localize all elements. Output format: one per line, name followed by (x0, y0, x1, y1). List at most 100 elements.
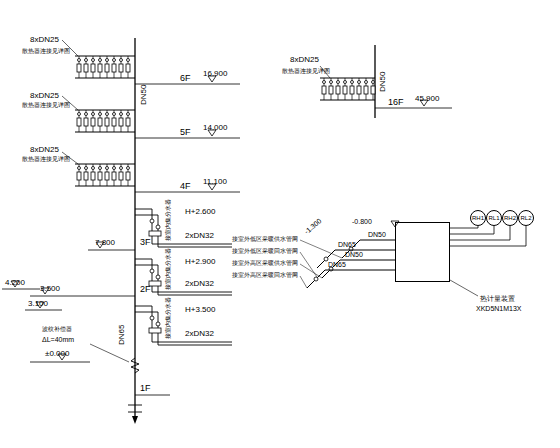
pipe-line (135, 209, 152, 210)
pipe-line (152, 306, 153, 342)
radiator-symbol (364, 86, 368, 94)
radiator-symbol (149, 281, 161, 286)
valve-symbol (120, 59, 123, 62)
annotation-label: DN50 (140, 85, 148, 105)
valve-symbol (99, 59, 102, 62)
leader-connector (450, 226, 494, 234)
valve-symbol (127, 113, 130, 116)
radiator-symbol (98, 118, 102, 126)
valve-symbol (358, 81, 361, 84)
valve-symbol (156, 275, 160, 279)
annotation-label: 2F (140, 285, 151, 294)
pipe-line (30, 362, 90, 363)
annotation-label: 接室外低区采暖回水管网 (232, 248, 298, 254)
pipe-line (135, 192, 240, 193)
tag-text: RH2 (504, 215, 516, 221)
radiator-symbol (91, 118, 95, 126)
annotation-label: 接室内集分水器 (166, 248, 172, 290)
pipe-line (300, 276, 307, 288)
annotation-label: 接室内集分水器 (166, 297, 172, 339)
valve-symbol (323, 81, 326, 84)
pipe-line (158, 265, 159, 295)
pipe-line (325, 270, 395, 271)
radiator-symbol (357, 86, 361, 94)
device-caption: XKD5N1M13X (476, 305, 522, 312)
annotation-label: 3.500 (40, 285, 60, 293)
valve-symbol (314, 277, 318, 281)
pipe-line (75, 56, 135, 57)
annotation-label: 散热器连接见详图 (22, 48, 70, 54)
valve-symbol (120, 113, 123, 116)
valve-symbol (85, 167, 88, 170)
radiator-symbol (112, 172, 116, 180)
pipe-line (340, 260, 395, 261)
radiator-symbol (91, 64, 95, 72)
valve-symbol (99, 167, 102, 170)
radiator-symbol (119, 64, 123, 72)
annotation-label: 11.100 (203, 178, 227, 186)
radiator-symbol (77, 172, 81, 180)
valve-symbol (106, 167, 109, 170)
pipe-line (135, 259, 152, 260)
pipe-line (135, 215, 158, 216)
valve-symbol (113, 167, 116, 170)
tag-text: RH1 (472, 215, 484, 221)
radiator-symbol (112, 64, 116, 72)
annotation-label: 接室外高区采暖回水管网 (232, 272, 298, 278)
valve-symbol (92, 59, 95, 62)
valve-symbol (156, 322, 160, 326)
valve-symbol (344, 81, 347, 84)
annotation-label: 4F (180, 182, 191, 191)
annotation-label: 3.100 (28, 300, 48, 308)
annotation-label: 45.900 (415, 95, 439, 103)
pipe-line (152, 292, 232, 293)
valve-symbol (106, 113, 109, 116)
valve-symbol (92, 113, 95, 116)
annotation-label: 7.800 (95, 239, 115, 247)
annotation-label: DN50 (345, 251, 363, 258)
pipe-line (152, 259, 153, 292)
annotation-label: DN50 (368, 231, 386, 238)
valve-symbol (92, 167, 95, 170)
annotation-label: 波纹补偿器 (42, 326, 72, 332)
valve-symbol (113, 59, 116, 62)
pipe-line (135, 312, 158, 313)
heat-meter-box: 热计量装置XKD5N1M13X (395, 222, 450, 282)
annotation-label: 4.200 (5, 279, 25, 287)
radiator-symbol (84, 64, 88, 72)
radiator-symbol (371, 86, 375, 94)
pipe-line (75, 78, 135, 79)
radiator-symbol (105, 172, 109, 180)
pipe-line (2, 289, 40, 290)
annotation-label: 接室外高区采暖供水管网 (232, 260, 298, 266)
valve-symbol (106, 59, 109, 62)
radiator-symbol (149, 328, 161, 333)
annotation-label: 1F (140, 384, 151, 393)
annotation-label: 2xDN32 (185, 330, 214, 338)
pipe-tag-circle: RL2 (518, 210, 534, 226)
pipe-line (135, 138, 240, 139)
annotation-label: DN65 (118, 325, 126, 345)
annotation-label: 8xDN25 (30, 146, 59, 154)
valve-symbol (330, 81, 333, 84)
annotation-label: 散热器连接见详图 (22, 102, 70, 108)
pipe-line (158, 247, 232, 248)
annotation-label: 3F (140, 238, 151, 247)
pipe-line (450, 280, 478, 296)
valve-symbol (78, 59, 81, 62)
pipe-line (128, 412, 142, 413)
annotation-label: H+2.600 (185, 208, 215, 216)
pipe-line (30, 296, 135, 297)
pipe-line (152, 342, 232, 343)
pipe-tag-circle: RH2 (502, 210, 518, 226)
pipe-tag-circle: RL1 (486, 210, 502, 226)
pipe-line (320, 78, 375, 79)
pipe-line (75, 186, 135, 187)
valve-symbol (85, 113, 88, 116)
radiator-symbol (98, 172, 102, 180)
device-caption: 热计量装置 (480, 295, 515, 302)
valve-symbol (372, 81, 375, 84)
tag-text: RL2 (520, 215, 531, 221)
valve-symbol (150, 219, 154, 223)
annotation-label: DN65 (328, 261, 346, 268)
